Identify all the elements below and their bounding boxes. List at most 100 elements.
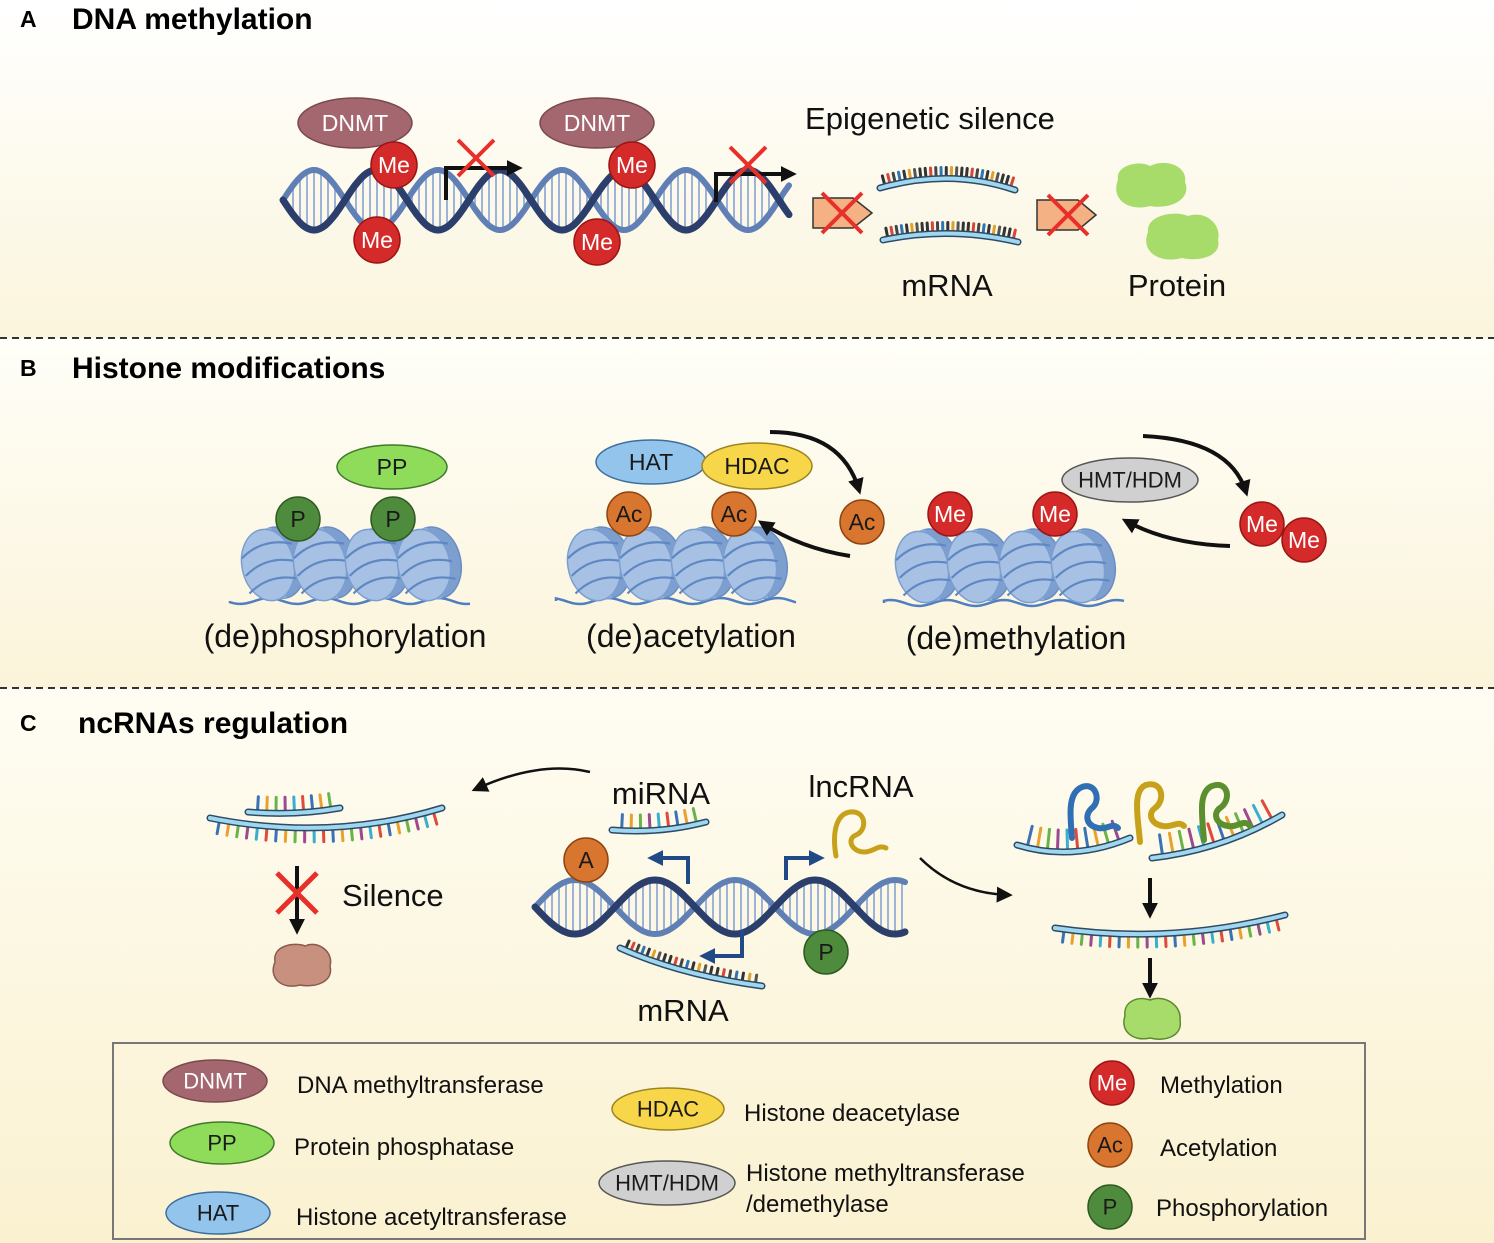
dna-wrap bbox=[570, 558, 623, 577]
transcription-arrow bbox=[784, 850, 825, 880]
acetyl-label: Ac bbox=[721, 501, 748, 527]
methyl-circle bbox=[370, 141, 418, 189]
methyl-circle bbox=[1032, 491, 1078, 537]
mirna-strand bbox=[608, 807, 710, 835]
dna-wrap bbox=[895, 543, 947, 562]
methyl-label: Me bbox=[378, 152, 410, 178]
phospho-mark: P bbox=[370, 496, 416, 542]
nucleosome bbox=[396, 526, 463, 602]
panel-b: B Histone modifications PP P P (de)phosp… bbox=[0, 339, 1494, 688]
rna-backbone bbox=[618, 946, 764, 988]
lncrna-stem-loop bbox=[832, 809, 889, 859]
acetyl-mark: Ac bbox=[606, 491, 652, 537]
dna-wrap bbox=[1002, 560, 1055, 579]
rna-backbone bbox=[1015, 836, 1132, 854]
legend-description: Methylation bbox=[1160, 1072, 1283, 1099]
methyl-circle bbox=[573, 218, 621, 266]
rna-backbone bbox=[878, 176, 1017, 192]
rna-base bbox=[1065, 828, 1070, 854]
phospho-circle bbox=[275, 496, 321, 542]
dna-wrap bbox=[1051, 543, 1103, 562]
methyl-label: Me bbox=[1288, 527, 1320, 553]
hmt-hdm-label: HMT/HDM bbox=[1078, 468, 1182, 493]
phosphatase-ellipse bbox=[169, 1121, 275, 1165]
dna-wrap bbox=[293, 541, 345, 560]
methyl-label: Me bbox=[934, 501, 966, 527]
dna-wrap bbox=[671, 541, 723, 560]
dna-wrap bbox=[567, 541, 619, 560]
panel-a-letter: A bbox=[20, 6, 37, 32]
phospho-mark: P bbox=[803, 929, 849, 975]
acetyl-mark: A bbox=[563, 837, 609, 883]
phospho-label: P bbox=[818, 939, 833, 965]
dna-wrap bbox=[244, 558, 297, 577]
rna-base bbox=[1074, 827, 1080, 853]
methyl-label: Me bbox=[1246, 511, 1278, 537]
methyl-mark: Me bbox=[1032, 491, 1078, 537]
rna-base bbox=[1177, 829, 1186, 855]
dna-wrap bbox=[726, 558, 779, 577]
methyl-label: Me bbox=[1039, 501, 1071, 527]
dna-wrap bbox=[626, 576, 678, 595]
inhibition-cross bbox=[275, 871, 319, 915]
nucleosome bbox=[1050, 528, 1117, 604]
panel-b-letter: B bbox=[20, 355, 37, 381]
rna-base bbox=[1251, 803, 1265, 827]
methyl-circle bbox=[1089, 1060, 1135, 1106]
acetyl-mark: Ac bbox=[839, 499, 885, 545]
phosphatase-label: PP bbox=[377, 454, 408, 480]
dna-wrap bbox=[678, 576, 730, 595]
silenced-protein-blob bbox=[272, 943, 332, 987]
phospho-circle bbox=[370, 496, 416, 542]
cross-stroke bbox=[820, 191, 864, 235]
dna-wrap bbox=[950, 560, 1003, 579]
dna-wrap bbox=[999, 543, 1051, 562]
dna-wrap bbox=[397, 541, 449, 560]
legend-badge-label: DNMT bbox=[183, 1069, 247, 1094]
acetyl-circle bbox=[606, 491, 652, 537]
rna-base bbox=[1083, 826, 1090, 852]
silence-label: Silence bbox=[342, 878, 444, 913]
acetyl-mark: Ac bbox=[711, 491, 757, 537]
flow-arrow bbox=[919, 857, 1013, 903]
dna-wrap bbox=[1006, 578, 1058, 597]
blocked-translation-arrow bbox=[1036, 193, 1098, 237]
dna-wrap bbox=[622, 558, 675, 577]
mrna-strand bbox=[616, 939, 766, 990]
phospho-label: P bbox=[290, 506, 305, 532]
rna-strand bbox=[1148, 799, 1286, 862]
hat-label: HAT bbox=[629, 449, 673, 475]
mrna-label: mRNA bbox=[901, 268, 993, 303]
phosphatase-ellipse bbox=[336, 444, 448, 490]
legend-badge-label: HDAC bbox=[637, 1097, 699, 1122]
legend-description: Protein phosphatase bbox=[294, 1134, 514, 1161]
rna-base bbox=[1167, 831, 1175, 857]
rna-backbone bbox=[610, 820, 708, 833]
nucleosome bbox=[998, 528, 1065, 604]
legend-description: Phosphorylation bbox=[1156, 1195, 1328, 1222]
rna-backbone bbox=[881, 231, 1020, 244]
methyl-circle bbox=[927, 491, 973, 537]
cross-stroke bbox=[728, 145, 768, 185]
rna-backbone bbox=[246, 806, 342, 816]
panel-c-letter: C bbox=[20, 710, 37, 736]
methyl-mark: Me bbox=[1281, 517, 1327, 563]
rna-strand bbox=[1013, 819, 1134, 856]
nucleosome-array bbox=[882, 528, 1125, 608]
phospho-circle bbox=[803, 929, 849, 975]
dnmt-ellipse bbox=[539, 97, 655, 149]
hat-ellipse bbox=[165, 1191, 271, 1235]
linker-dna bbox=[882, 598, 1125, 608]
methyl-label: Me bbox=[616, 152, 648, 178]
rna-base bbox=[1158, 833, 1165, 859]
nucleosome bbox=[566, 526, 633, 602]
hmt-hdm-ellipse bbox=[1061, 457, 1199, 503]
epigenetic-silence-label: Epigenetic silence bbox=[805, 101, 1055, 136]
dna-wrap bbox=[723, 541, 775, 560]
dnmt-label: DNMT bbox=[322, 110, 388, 136]
acetyl-label: Ac bbox=[849, 509, 876, 535]
legend-item-hat: HAT Histone acetyltransferase bbox=[165, 1191, 567, 1235]
cross-stroke bbox=[275, 871, 319, 915]
rna-backbone bbox=[1150, 813, 1284, 860]
